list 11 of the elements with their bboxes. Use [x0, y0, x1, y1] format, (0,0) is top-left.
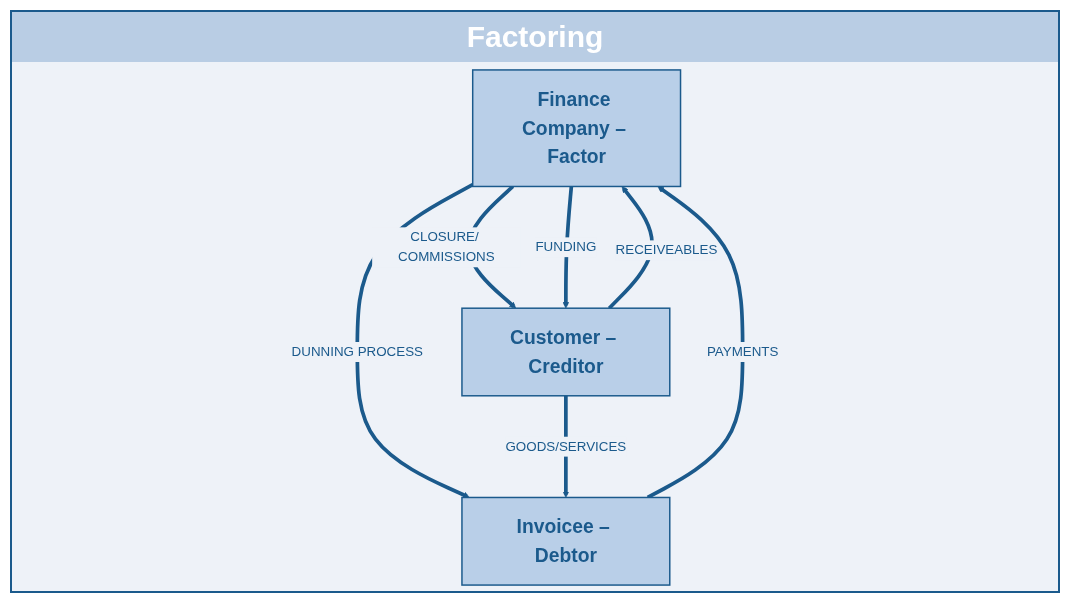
edge-label: PAYMENTS	[706, 344, 779, 360]
node-box: Finance Company – Factor	[471, 69, 682, 188]
edge-label: CLOSURE/ COMMISSIONS	[398, 229, 495, 265]
edge-label: FUNDING	[535, 239, 597, 255]
arrow	[607, 186, 654, 310]
edge-label: RECEIVEABLES	[615, 242, 718, 258]
node-box: Customer – Creditor	[461, 307, 671, 397]
edge-label: DUNNING PROCESS	[291, 344, 423, 360]
node-box: Invoicee – Debtor	[461, 496, 671, 586]
diagram-title: Factoring	[12, 12, 1058, 62]
edge-label: GOODS/SERVICES	[505, 438, 627, 454]
